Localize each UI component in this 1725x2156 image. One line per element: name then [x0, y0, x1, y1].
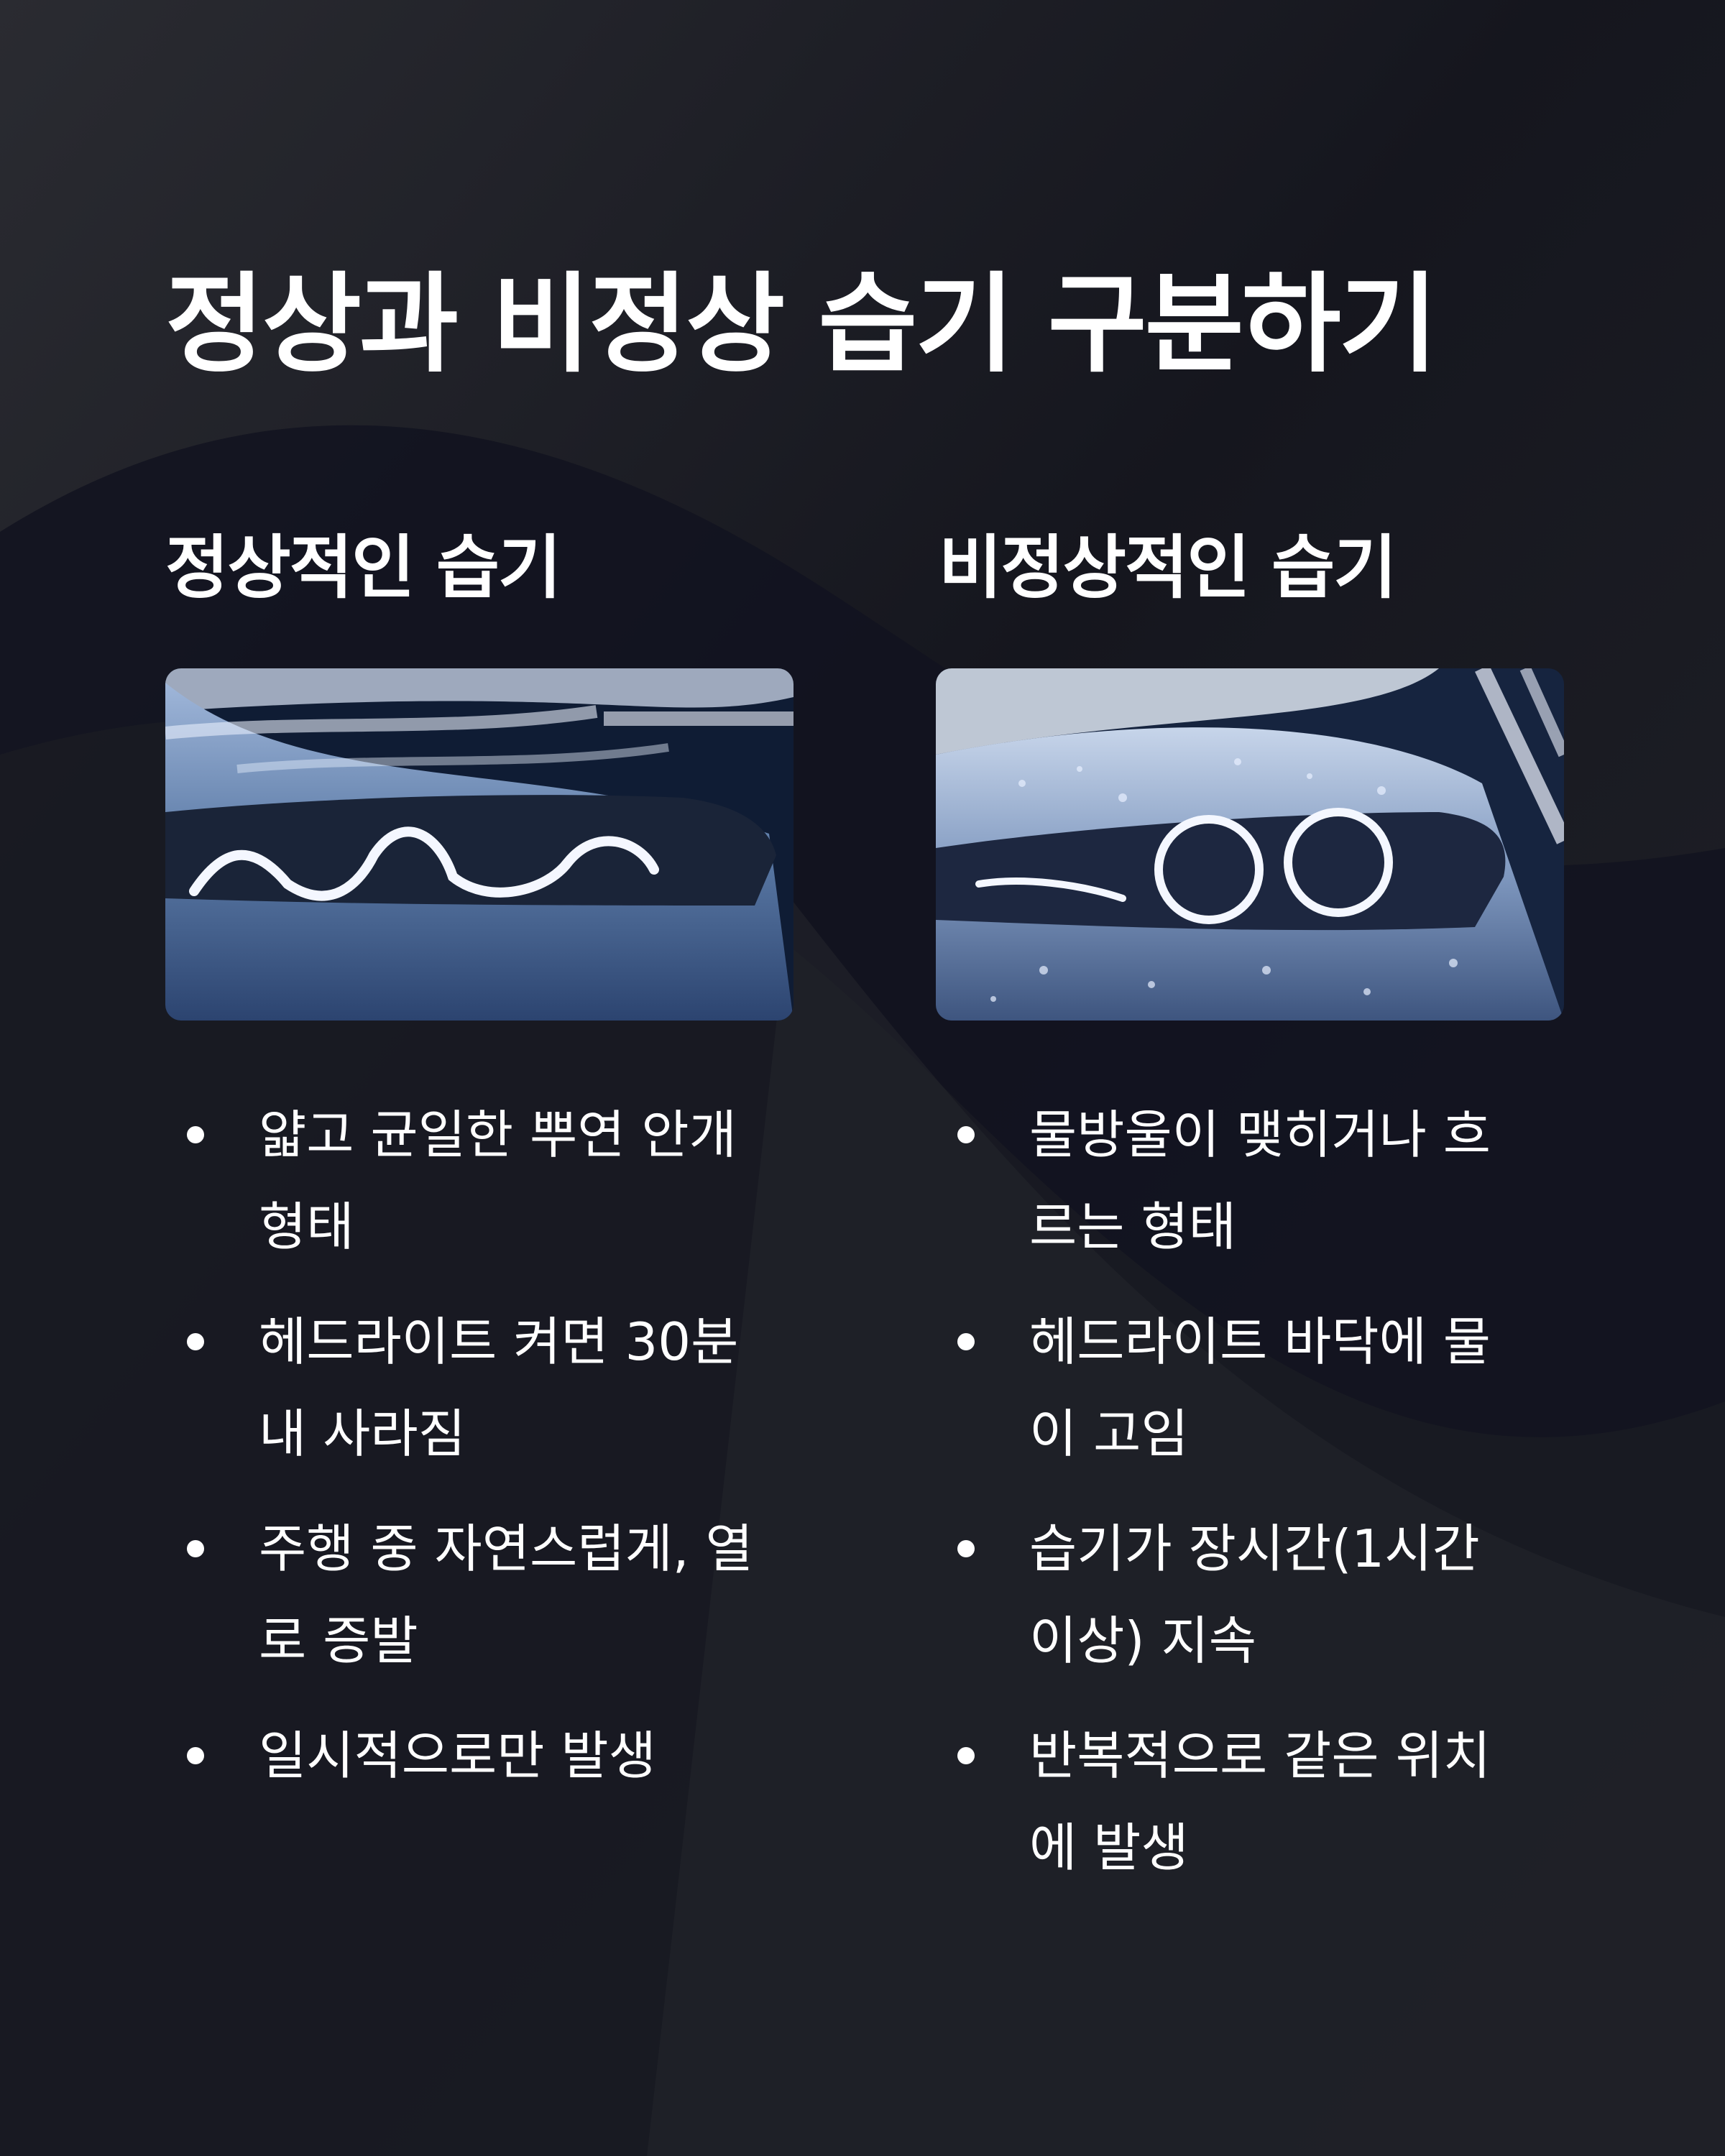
bullet-icon — [187, 1540, 204, 1557]
bullet-icon — [957, 1540, 975, 1557]
list-item: 헤드라이트 켜면 30분 내 사라짐 — [183, 1296, 758, 1480]
list-item: 헤드라이트 바닥에 물이 고임 — [954, 1296, 1529, 1480]
headlight-water-droplets-photo — [936, 668, 1564, 1021]
list-item: 주행 중 자연스럽게, 열로 증발 — [183, 1503, 758, 1687]
list-item: 물방울이 맺히거나 흐르는 형태 — [954, 1089, 1529, 1273]
bullet-icon — [187, 1333, 204, 1350]
bullet-icon — [957, 1333, 975, 1350]
page-title: 정상과 비정상 습기 구분하기 — [165, 262, 1438, 387]
bullet-icon — [957, 1126, 975, 1143]
bullet-icon — [187, 1126, 204, 1143]
abnormal-moisture-heading: 비정상적인 습기 — [939, 528, 1397, 608]
list-item: 습기가 장시간(1시간 이상) 지속 — [954, 1503, 1529, 1687]
list-item: 얇고 균일한 뿌연 안개 형태 — [183, 1089, 758, 1273]
bullet-icon — [187, 1747, 204, 1764]
list-item: 일시적으로만 발생 — [183, 1710, 758, 1802]
list-item: 반복적으로 같은 위치에 발생 — [954, 1710, 1529, 1894]
normal-moisture-heading: 정상적인 습기 — [165, 528, 561, 608]
normal-moisture-list: 얇고 균일한 뿌연 안개 형태 헤드라이트 켜면 30분 내 사라짐 주행 중 … — [183, 1089, 758, 1825]
headlight-thin-mist-photo — [165, 668, 794, 1021]
abnormal-moisture-list: 물방울이 맺히거나 흐르는 형태 헤드라이트 바닥에 물이 고임 습기가 장시간… — [954, 1089, 1529, 1917]
bullet-icon — [957, 1747, 975, 1764]
